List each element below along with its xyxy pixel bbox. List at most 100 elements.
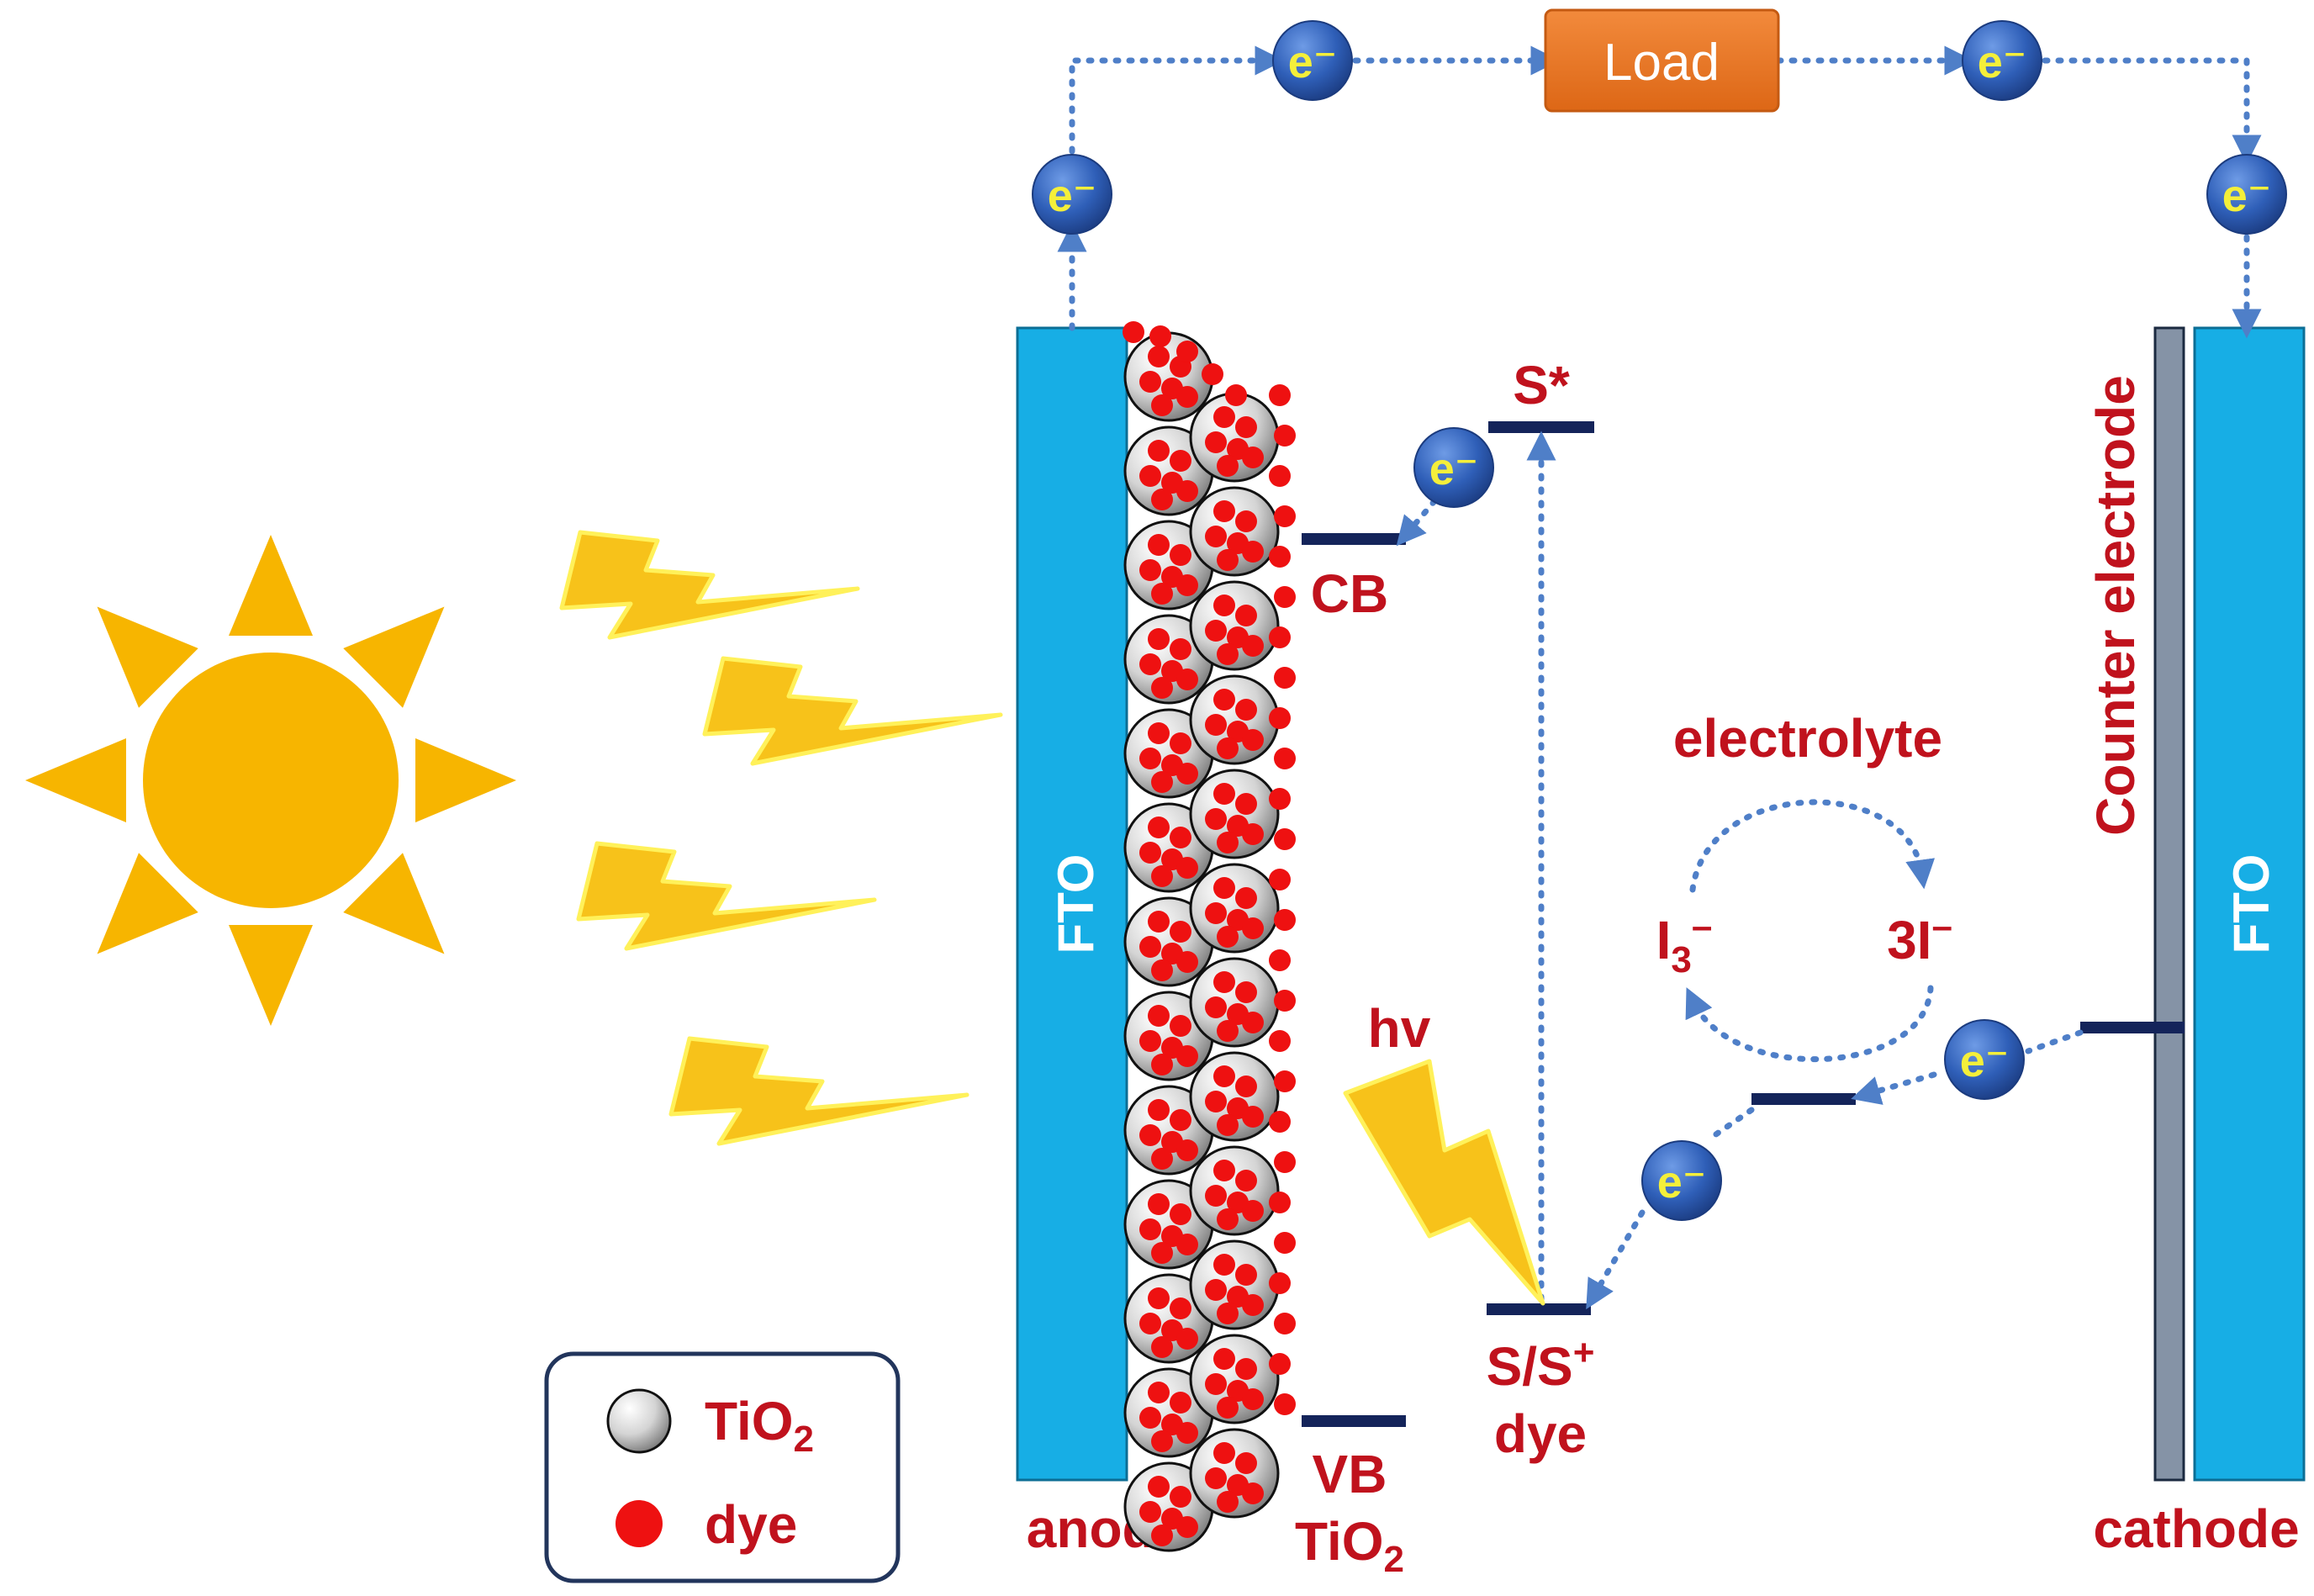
dye-dot-icon [1274,1070,1296,1092]
dye-dot-icon [1269,1192,1291,1213]
dye-dot-icon [1148,1193,1170,1215]
dye-dot-icon [1148,534,1170,556]
dye-dot-icon [1213,971,1235,993]
dye-dot-icon [1151,394,1173,416]
dye-dot-icon [1235,605,1257,626]
dye-dot-icon [1274,586,1296,608]
electron-circle [1032,154,1112,235]
dye-dot-icon [1274,828,1296,850]
dye-dot-icon [1242,1012,1264,1033]
sun-ray [229,535,313,636]
dye-level-label: dye [1494,1403,1587,1464]
dye-dot-icon [1205,1373,1227,1395]
dye-dot-icon [1213,406,1235,428]
dye-dot-icon [1205,808,1227,830]
ground-state-label: S/S+ [1487,1332,1595,1397]
dye-dot-icon [1205,996,1227,1018]
dye-dot-icon [1235,1358,1257,1380]
sun-rays [25,535,516,1026]
dye-dot-icon [1217,549,1239,571]
photon-label: hv [1368,998,1431,1059]
dye-dot-icon [1269,1353,1291,1375]
sun-ray [25,738,126,822]
triiodide-text: I [1656,910,1672,970]
dye-dot-icon [1139,559,1161,581]
dye-dot-icon [1242,823,1264,845]
dye-dot-icon [1242,1482,1264,1504]
dye-dot-icon [1148,722,1170,744]
anode-fto-bar [1016,326,1128,1482]
dye-dot-icon [1139,1407,1161,1429]
dye-dot-icon [1235,887,1257,909]
dye-dot-icon [1139,1124,1161,1146]
anode-fto-label: FTO [1048,854,1104,954]
dye-dot-icon [1170,544,1191,566]
dye-dot-icon [1205,1185,1227,1207]
tio2-particle-icon [1123,1273,1214,1364]
dye-dot-icon [1235,981,1257,1003]
tio2-particle-icon [1123,1179,1214,1270]
dye-dot-icon [1205,620,1227,642]
dye-dot-icon [1213,1160,1235,1181]
dye-dot-icon [1235,1452,1257,1474]
dye-dot-icon [1148,1005,1170,1027]
dye-dot-icon [1217,737,1239,759]
electron-icon: e⁻ [1641,1140,1722,1221]
lightning-icon [1343,1059,1545,1306]
lightning-icon [559,530,860,640]
dye-dot-icon [1213,595,1235,616]
sun-ray [97,853,198,954]
excited-state-label: S* [1513,355,1570,415]
internal-transfer [1396,431,2084,1310]
tio2-particle-icon [1189,957,1280,1048]
electron-circle [1641,1140,1722,1221]
photon-bolt-shape [1343,1059,1545,1306]
tio2-particle-icon [1123,1461,1214,1552]
dye-dot-icon [1139,1218,1161,1240]
electron-label: e⁻ [1048,171,1097,221]
dye-dot-icon [1148,1287,1170,1309]
dye-dot-icon [1151,1525,1173,1546]
dye-dot-icon [1242,917,1264,939]
sun-ray [343,853,445,954]
dye-dot-icon [1217,832,1239,853]
dye-dot-icon [1217,1208,1239,1230]
electron-icon: e⁻ [2206,154,2287,235]
dye-dot-icon [1139,1313,1161,1334]
incoming-light [559,530,1003,1146]
dye-dot-icon [1235,1170,1257,1192]
dye-dot-icon [1148,816,1170,838]
dye-dot-icon [1213,1254,1235,1276]
dye-dot-icon [1148,1476,1170,1498]
dye-dot-icon [1213,1442,1235,1464]
iodide-text: 3I [1887,910,1931,970]
cathode-fto-bar [2193,326,2306,1482]
tio2-particle-icon [1123,614,1214,705]
tio2-particle-icon [1189,863,1280,954]
dye-dot-icon [1151,489,1173,510]
dye-dot-icon [1202,363,1223,385]
dye-dot-icon [1170,1486,1191,1508]
dye-dot-icon [1170,732,1191,754]
dye-dot-icon [1217,455,1239,477]
sun-icon [25,535,516,1026]
dye-dot-icon [1269,1111,1291,1133]
dye-dot-icon [1217,926,1239,948]
circuit-wire-left-up [1069,45,1285,155]
dye-dot-icon [1213,1065,1235,1087]
dye-dot-icon [1242,1200,1264,1222]
electron-label: e⁻ [1429,444,1479,494]
tio2-particle-icon [1123,708,1214,799]
dye-dot-icon [1148,911,1170,933]
redox-to-electron-arrow [1705,1107,1755,1143]
dye-dot-icon [1176,1516,1198,1538]
dye-dot-icon [1151,1336,1173,1358]
dye-dot-icon [1176,857,1198,879]
dye-dot-icon [1176,1045,1198,1067]
electrolyte-cycle-bottom [1685,985,1934,1063]
dye-dot-icon [1151,959,1173,981]
dye-dot-icon [1242,729,1264,751]
counter-electrode-label: Counter electrode [2085,375,2146,836]
load-rect [1544,8,1780,113]
